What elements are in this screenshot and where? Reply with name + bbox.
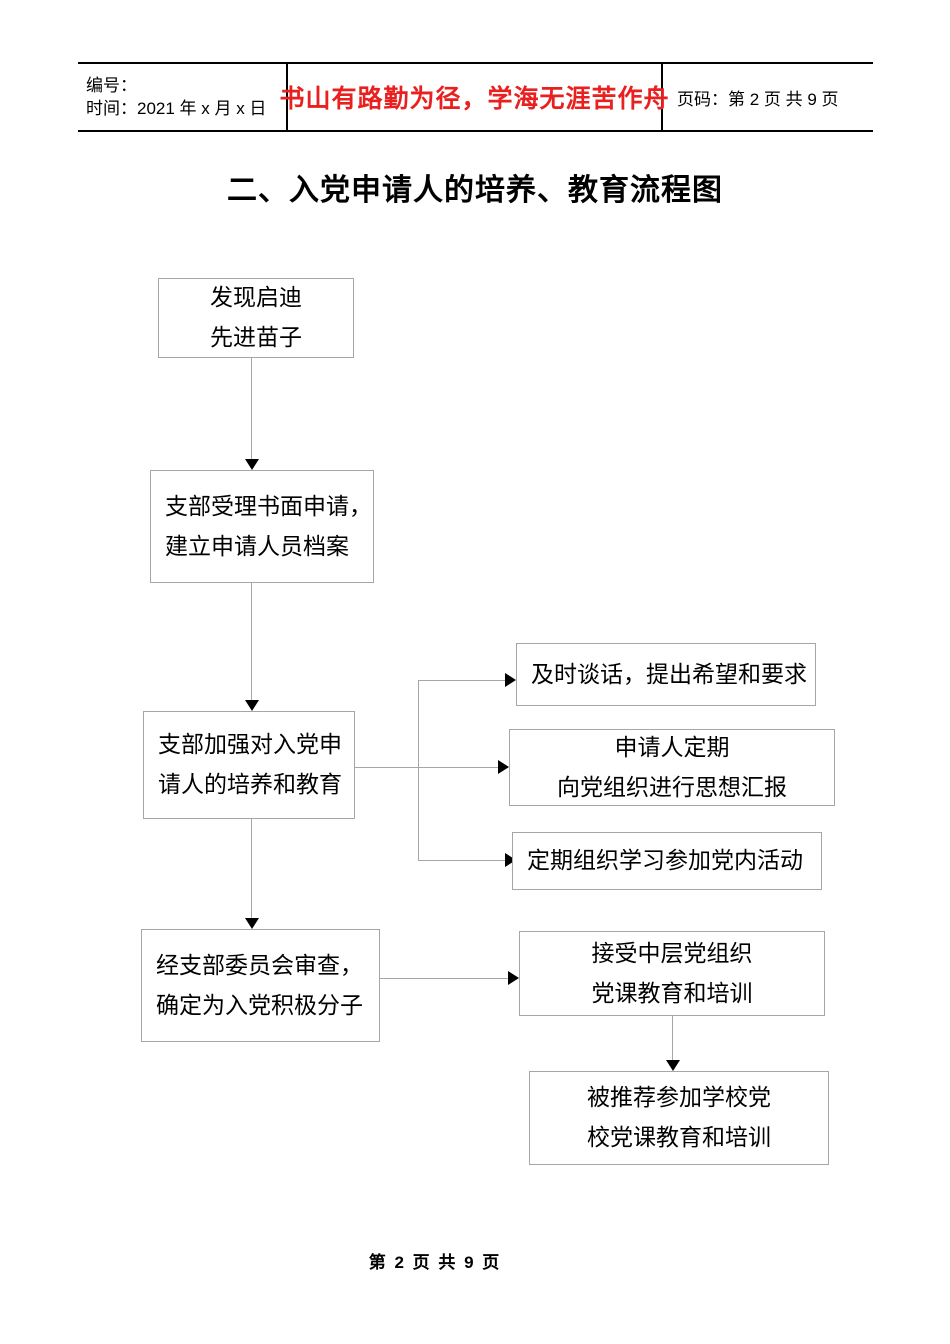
connector-n4-r4-line [380, 978, 512, 979]
flow-node-middle-party-training-line2: 党课教育和培训 [591, 980, 753, 1006]
connector-n3-n4-line [251, 819, 252, 919]
connector-n2-n3-line [251, 583, 252, 705]
flow-node-school-party-school-line2: 校党课教育和培训 [587, 1125, 771, 1150]
header-number-label: 编号： [86, 76, 137, 95]
branch-stem-horizontal [355, 767, 508, 768]
page-footer: 第 2 页 共 9 页 [368, 1253, 502, 1272]
flow-node-party-activities: 定期组织学习参加党内活动 [512, 832, 822, 890]
connector-n1-n2-arrow [245, 459, 259, 470]
flow-node-committee-review-line1: 经支部委员会审查， [156, 952, 363, 978]
flow-node-accept-application-line2: 建立申请人员档案 [165, 533, 349, 559]
connector-n4-r4-arrow [508, 971, 519, 985]
flow-node-school-party-school: 被推荐参加学校党 校党课教育和培训 [529, 1071, 829, 1165]
branch-distribution-bar [418, 680, 419, 860]
header-motto-text: 书山有路勤为径，学海无涯苦作舟 [279, 86, 670, 113]
flow-node-strengthen-education-line1: 支部加强对入党申 [158, 732, 342, 757]
branch-arm-top [418, 680, 508, 681]
connector-n3-n4-arrow [245, 918, 259, 929]
connector-r4-r5-line [672, 1016, 673, 1066]
connector-n2-n3-arrow [245, 700, 259, 711]
header-cell-motto: 书山有路勤为径，学海无涯苦作舟 [280, 64, 669, 130]
flow-node-accept-application: 支部受理书面申请， 建立申请人员档案 [150, 470, 374, 583]
flow-node-strengthen-education-line2: 请人的培养和教育 [158, 772, 342, 797]
flow-node-regular-report-line2: 向党组织进行思想汇报 [557, 774, 787, 800]
flow-node-middle-party-training: 接受中层党组织 党课教育和培训 [519, 931, 825, 1016]
header-table: 编号： 时间：2021 年 x 月 x 日 书山有路勤为径，学海无涯苦作舟 页码… [78, 62, 873, 132]
header-cell-number-time: 编号： 时间：2021 年 x 月 x 日 [78, 64, 288, 130]
connector-r4-r5-arrow [666, 1060, 680, 1071]
flow-node-timely-talk-line1: 及时谈话，提出希望和要求 [531, 661, 807, 687]
header-page-label: 页码：第 2 页 共 9 页 [677, 89, 839, 109]
flow-node-discover: 发现启迪 先进苗子 [158, 278, 354, 358]
branch-arrow-r2 [498, 760, 509, 774]
flow-node-regular-report: 申请人定期 向党组织进行思想汇报 [509, 729, 835, 806]
branch-arrow-r3 [505, 853, 516, 867]
flow-node-accept-application-line1: 支部受理书面申请， [165, 493, 372, 519]
header-time-label: 时间：2021 年 x 月 x 日 [86, 99, 267, 118]
connector-n1-n2-line [251, 358, 252, 462]
flow-node-school-party-school-line1: 被推荐参加学校党 [587, 1085, 771, 1110]
flow-node-middle-party-training-line1: 接受中层党组织 [591, 940, 753, 966]
flow-node-strengthen-education: 支部加强对入党申 请人的培养和教育 [143, 711, 355, 819]
flow-node-committee-review-line2: 确定为入党积极分子 [156, 992, 363, 1018]
branch-arm-bottom [418, 860, 508, 861]
branch-arrow-r1 [505, 673, 516, 687]
header-cell-pagination: 页码：第 2 页 共 9 页 [663, 64, 873, 130]
flow-node-committee-review: 经支部委员会审查， 确定为入党积极分子 [141, 929, 380, 1042]
flow-node-timely-talk: 及时谈话，提出希望和要求 [516, 643, 816, 706]
flow-node-party-activities-line1: 定期组织学习参加党内活动 [527, 848, 803, 873]
page-title: 二、入党申请人的培养、教育流程图 [227, 174, 723, 207]
flow-node-discover-line2: 先进苗子 [210, 325, 302, 350]
flow-node-regular-report-line1: 申请人定期 [614, 734, 730, 760]
flow-node-discover-line1: 发现启迪 [210, 285, 302, 310]
